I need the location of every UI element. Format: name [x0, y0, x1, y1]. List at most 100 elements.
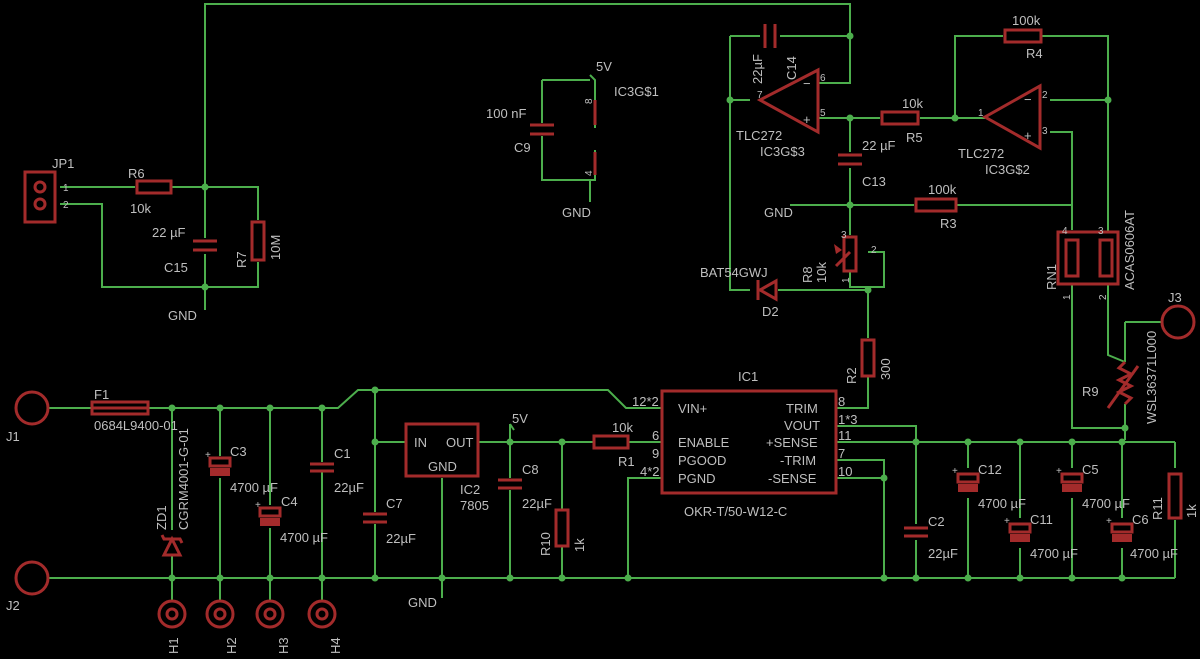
mounting-hole-h3[interactable]: H3	[255, 599, 291, 654]
c3-capacitor[interactable]: + C3 4700 µF	[205, 444, 278, 495]
ic3a-pin8: 8	[584, 98, 595, 104]
j3-ref: J3	[1168, 290, 1182, 305]
c6-capacitor[interactable]: + C6 4700 µF	[1106, 512, 1178, 561]
r3-value: 100k	[928, 182, 957, 197]
r2-value: 300	[878, 358, 893, 380]
j2-ref: J2	[6, 598, 20, 613]
f1-fuse[interactable]: F1 0684L9400-01	[90, 387, 178, 433]
r4-value: 100k	[1012, 13, 1041, 28]
ic3b-pin7: 7	[757, 90, 763, 101]
mounting-hole-h4[interactable]: H4	[307, 599, 343, 654]
j1-connector[interactable]: J1	[6, 390, 50, 444]
r5-ref: R5	[906, 130, 923, 145]
c15-capacitor[interactable]: 22 µF C15	[152, 225, 217, 275]
d2-diode[interactable]: BAT54GWJ D2	[700, 265, 779, 319]
r8-trimmer[interactable]: 3 2 1 R8 10k	[800, 230, 877, 283]
zd1-zener[interactable]: ZD1 CGRM4001-G-01	[154, 428, 191, 557]
c14-capacitor[interactable]: 22µF C14	[750, 24, 799, 84]
r9-shunt-resistor[interactable]: R9 WSL36371L000	[1082, 331, 1159, 424]
r1-resistor[interactable]: 10k R1	[592, 420, 635, 469]
ic3-power-unit[interactable]: 8 4 IC3G$1	[584, 84, 659, 176]
svg-text:+: +	[205, 450, 211, 461]
svg-text:+: +	[1024, 128, 1032, 143]
ic3b-pin6: 6	[820, 73, 826, 84]
ic1-pnum-11: 11	[838, 428, 852, 443]
opamp-ic3g2[interactable]: − + 1 2 3 TLC272 IC3G$2	[958, 83, 1048, 177]
r5-value: 10k	[902, 96, 923, 111]
j2-connector[interactable]: J2	[6, 560, 50, 613]
ic1-pin-sense-plus: +SENSE	[766, 435, 818, 450]
ic1-converter[interactable]: IC1 OKR-T/50-W12-C VIN+ ENABLE PGOOD PGN…	[632, 369, 858, 519]
ic1-ref: IC1	[738, 369, 758, 384]
ic3c-value: TLC272	[958, 146, 1004, 161]
svg-text:+: +	[803, 112, 811, 127]
ic2-value: 7805	[460, 498, 489, 513]
r5-resistor[interactable]: 10k R5	[880, 96, 923, 145]
svg-text:+: +	[1004, 516, 1010, 527]
zd1-value: CGRM4001-G-01	[176, 428, 191, 530]
rn1-ref: RN1	[1044, 264, 1059, 290]
ic1-pnum-7: 7	[838, 446, 845, 461]
c4-ref: C4	[281, 494, 298, 509]
rn1-resistor-network[interactable]: 4 3 1 2 RN1 ACAS0606AT	[1044, 210, 1137, 300]
c3-ref: C3	[230, 444, 247, 459]
mounting-hole-h2[interactable]: H2	[205, 599, 239, 654]
svg-text:+: +	[1056, 466, 1062, 477]
r2-resistor[interactable]: R2 300	[844, 338, 893, 384]
ic3b-value: TLC272	[736, 128, 782, 143]
c7-capacitor[interactable]: C7 22µF	[363, 496, 416, 546]
r3-ref: R3	[940, 216, 957, 231]
mounting-hole-h1[interactable]: H1	[157, 578, 187, 654]
r6-ref: R6	[128, 166, 145, 181]
ic1-pnum-10: 10	[838, 464, 852, 479]
c4-capacitor[interactable]: + C4 4700 µF	[255, 494, 328, 545]
ic3a-ref: IC3G$1	[614, 84, 659, 99]
rn1-pin1: 1	[1062, 294, 1073, 300]
c13-value: 22 µF	[862, 138, 896, 153]
h2-ref: H2	[224, 637, 239, 654]
ic1-pin-pgnd: PGND	[678, 471, 716, 486]
ic2-regulator[interactable]: IN OUT GND IC2 7805	[404, 422, 489, 513]
gnd-label-4: GND	[408, 595, 437, 610]
r3-resistor[interactable]: 100k R3	[914, 182, 958, 231]
r7-ref: R7	[234, 251, 249, 268]
r9-value: WSL36371L000	[1144, 331, 1159, 424]
c13-capacitor[interactable]: 22 µF C13	[838, 138, 896, 189]
opamp-ic3g3[interactable]: − + 7 6 5 TLC272 IC3G$3	[736, 67, 826, 159]
ic1-pin-trim-minus: -TRIM	[780, 453, 816, 468]
ic3c-ref: IC3G$2	[985, 162, 1030, 177]
j3-connector[interactable]: J3	[1160, 290, 1196, 340]
r7-value: 10M	[268, 235, 283, 260]
c11-capacitor[interactable]: + C11 4700 µF	[1004, 512, 1078, 561]
r11-ref: R11	[1150, 497, 1165, 520]
j1-ref: J1	[6, 429, 20, 444]
ic2-out: OUT	[446, 435, 474, 450]
c8-capacitor[interactable]: C8 22µF	[498, 462, 552, 511]
ic3c-pin3: 3	[1042, 126, 1048, 137]
ic2-in: IN	[414, 435, 427, 450]
c12-value: 4700 µF	[978, 496, 1026, 511]
r11-resistor[interactable]: R11 1k	[1150, 472, 1199, 520]
svg-text:−: −	[1024, 92, 1032, 107]
r10-resistor[interactable]: R10 1k	[538, 508, 587, 556]
r8-pin1: 1	[841, 277, 852, 283]
c12-capacitor[interactable]: + C12 4700 µF	[952, 462, 1026, 511]
c2-capacitor[interactable]: C2 22µF	[904, 514, 958, 561]
c1-capacitor[interactable]: C1 22µF	[310, 446, 364, 495]
c15-ref: C15	[164, 260, 188, 275]
r7-resistor[interactable]: R7 10M	[234, 220, 283, 268]
c9-capacitor[interactable]: 100 nF C9	[486, 106, 554, 155]
r6-resistor[interactable]: R6 10k	[128, 166, 173, 216]
r4-resistor[interactable]: 100k R4	[1003, 13, 1043, 61]
c8-value: 22µF	[522, 496, 552, 511]
jp1-pin1: 1	[63, 183, 69, 194]
ic3a-pin4: 4	[584, 170, 595, 176]
c5-capacitor[interactable]: + C5 4700 µF	[1056, 462, 1130, 511]
h1-ref: H1	[166, 637, 181, 654]
jp1-header[interactable]: JP1 1 2	[23, 156, 74, 224]
wires	[48, 3, 1176, 600]
c14-value: 22µF	[750, 54, 765, 84]
jp1-ref: JP1	[52, 156, 74, 171]
jp1-pin2: 2	[63, 200, 69, 211]
c9-ref: C9	[514, 140, 531, 155]
